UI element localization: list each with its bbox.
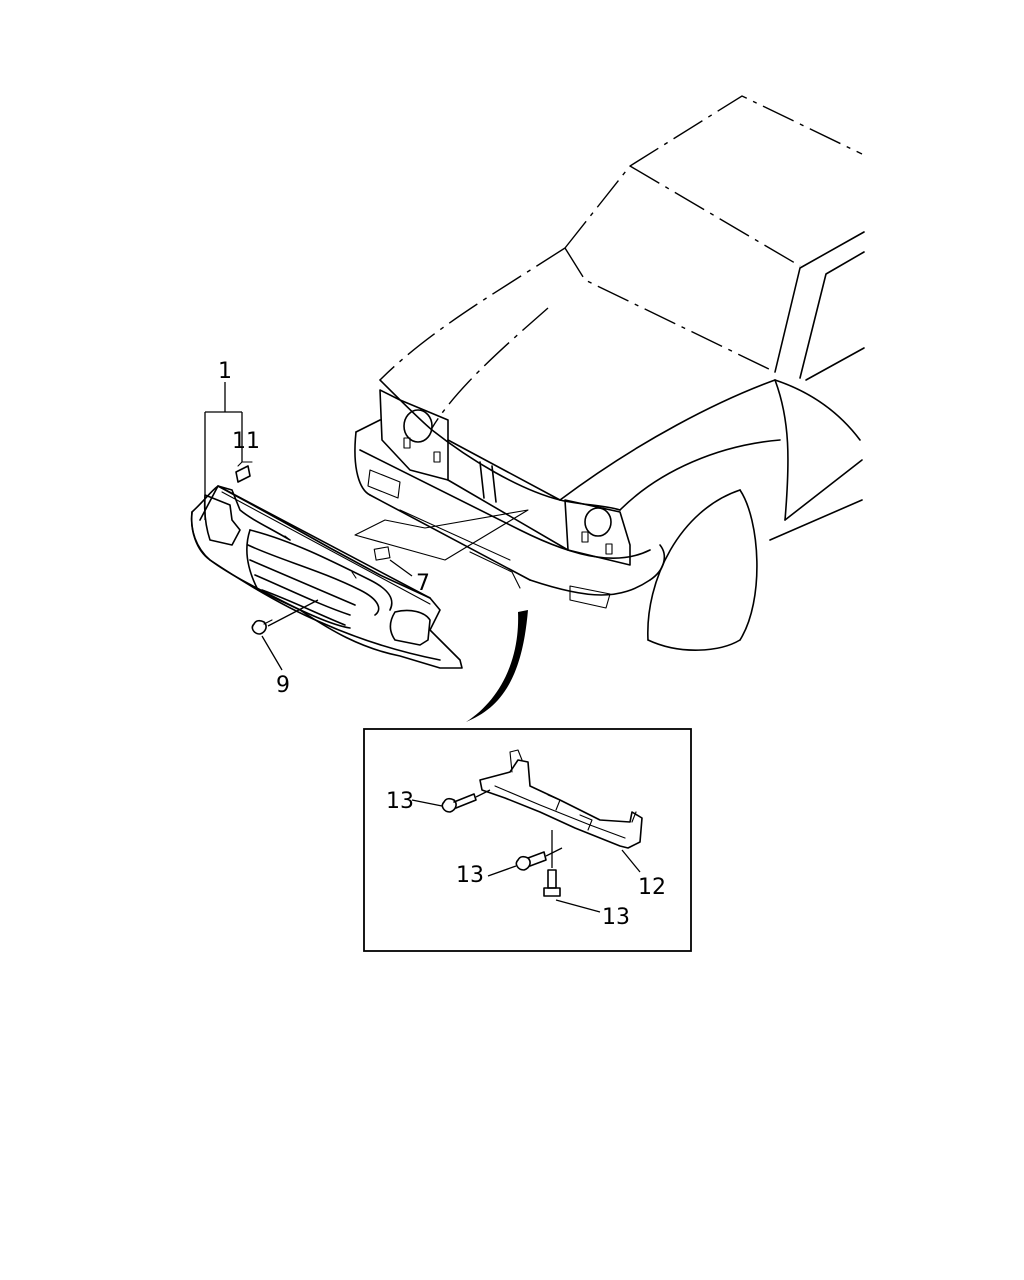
leader-13-left bbox=[411, 799, 443, 807]
leader-9 bbox=[261, 635, 283, 671]
leader-13-middle bbox=[487, 865, 517, 877]
screw-part-13-left bbox=[441, 793, 477, 813]
callout-1: 1 bbox=[218, 359, 232, 384]
vehicle-outline bbox=[354, 95, 865, 651]
leader-13-bottom bbox=[555, 899, 601, 913]
leader-7 bbox=[389, 559, 413, 577]
callout-13-left: 13 bbox=[386, 789, 414, 814]
bracket-part-12 bbox=[479, 749, 643, 849]
leader-9b bbox=[267, 599, 319, 627]
leader-13-middle-b bbox=[545, 847, 563, 857]
screw-part-13-bottom bbox=[543, 869, 561, 897]
clip-part-11 bbox=[235, 461, 253, 483]
callout-7: 7 bbox=[416, 571, 430, 596]
detail-box bbox=[363, 728, 692, 952]
callout-12: 12 bbox=[638, 875, 666, 900]
location-marker bbox=[354, 509, 529, 561]
leader-12 bbox=[621, 849, 641, 873]
callout-13-bottom: 13 bbox=[602, 905, 630, 930]
screw-part-9 bbox=[251, 619, 273, 635]
callout-11: 11 bbox=[232, 429, 260, 454]
leader-1 bbox=[204, 382, 243, 520]
label-part-7 bbox=[373, 546, 391, 561]
callout-13-middle: 13 bbox=[456, 863, 484, 888]
callout-9: 9 bbox=[276, 673, 290, 698]
detail-pointer-arrow bbox=[466, 610, 528, 722]
leader-13-left-b bbox=[475, 789, 491, 798]
screw-part-13-middle bbox=[515, 851, 547, 871]
